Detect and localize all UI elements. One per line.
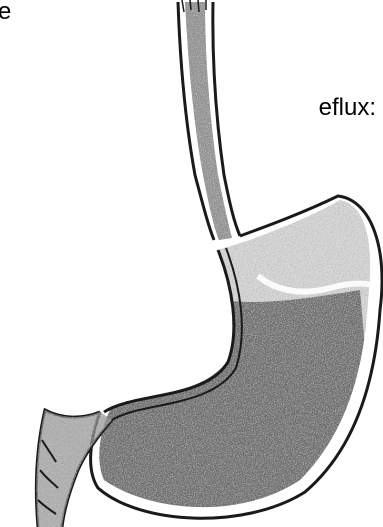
stomach	[90, 180, 383, 527]
esophagus	[178, 0, 240, 240]
